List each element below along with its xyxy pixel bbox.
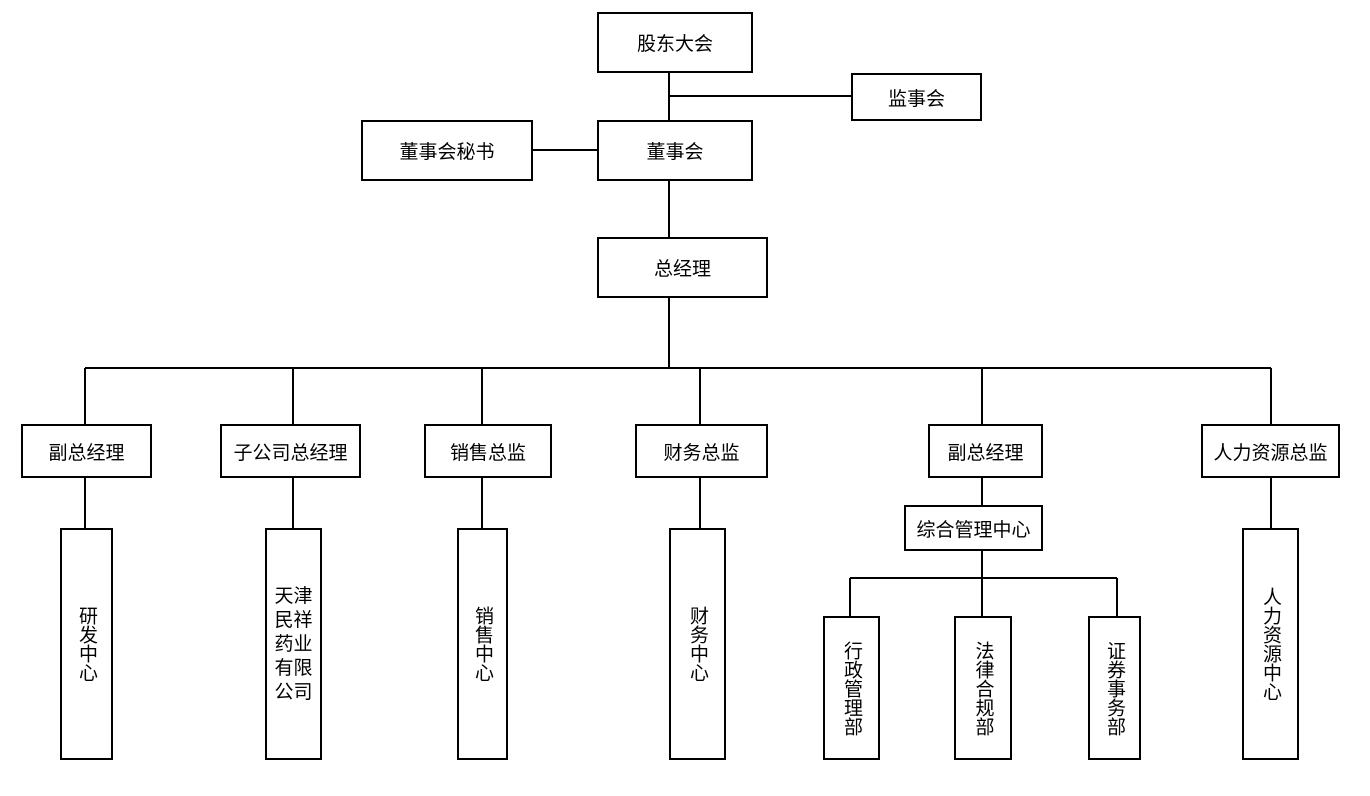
node-securities-dept-box: 证券事务部 <box>1088 616 1141 760</box>
node-rd-center-box: 研发中心 <box>60 528 113 760</box>
node-rd-center: 研发中心 <box>76 606 98 682</box>
node-legal-dept: 法律合规部 <box>972 640 995 736</box>
node-finance-center: 财务中心 <box>687 606 709 682</box>
node-board-of-directors: 董事会 <box>597 120 753 181</box>
node-shareholders-meeting: 股东大会 <box>597 12 753 73</box>
node-hr-center-box: 人力资源中心 <box>1242 528 1299 760</box>
node-sales-center: 销售中心 <box>472 606 494 682</box>
node-sales-director: 销售总监 <box>424 424 552 478</box>
node-hr-center: 人力资源中心 <box>1260 587 1282 701</box>
node-general-manager: 总经理 <box>597 237 768 298</box>
node-securities-dept: 证券事务部 <box>1104 640 1126 736</box>
node-finance-director: 财务总监 <box>635 424 768 478</box>
node-deputy-gm-1: 副总经理 <box>21 424 152 478</box>
node-legal-dept-box: 法律合规部 <box>954 616 1012 760</box>
node-admin-dept: 行政管理部 <box>841 640 863 736</box>
node-finance-center-box: 财务中心 <box>669 528 726 760</box>
node-subsidiary-company: 天津民祥药业有限公司 <box>274 585 313 703</box>
node-subsidiary-gm: 子公司总经理 <box>220 424 361 478</box>
node-deputy-gm-2: 副总经理 <box>928 424 1043 478</box>
node-admin-center: 综合管理中心 <box>904 505 1043 551</box>
node-admin-dept-box: 行政管理部 <box>823 616 880 760</box>
node-subsidiary-company-box: 天津民祥药业有限公司 <box>265 528 322 760</box>
node-board-secretary: 董事会秘书 <box>361 120 533 181</box>
node-hr-director: 人力资源总监 <box>1201 424 1340 478</box>
node-sales-center-box: 销售中心 <box>457 528 508 760</box>
node-supervisory-board: 监事会 <box>851 73 982 121</box>
